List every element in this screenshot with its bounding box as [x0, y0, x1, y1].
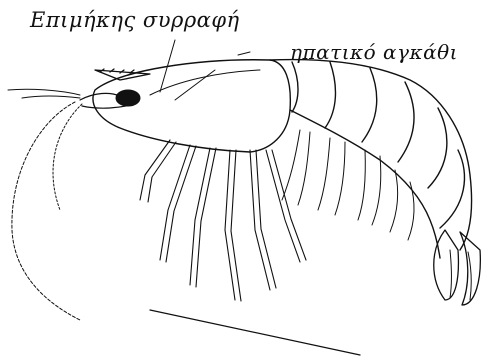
hepatic-spine-label: ηπατικό αγκάθι: [290, 40, 458, 64]
walking-legs: [140, 140, 306, 301]
antennae: [8, 89, 82, 320]
carapace: [93, 60, 290, 152]
suture-label: Επιμήκης συρραφή: [30, 8, 240, 32]
tail-fan: [434, 230, 481, 305]
pleopods: [282, 130, 414, 240]
rostrum: [95, 69, 150, 80]
base-line: [150, 310, 360, 355]
abdomen: [270, 60, 472, 258]
eye: [80, 90, 140, 108]
